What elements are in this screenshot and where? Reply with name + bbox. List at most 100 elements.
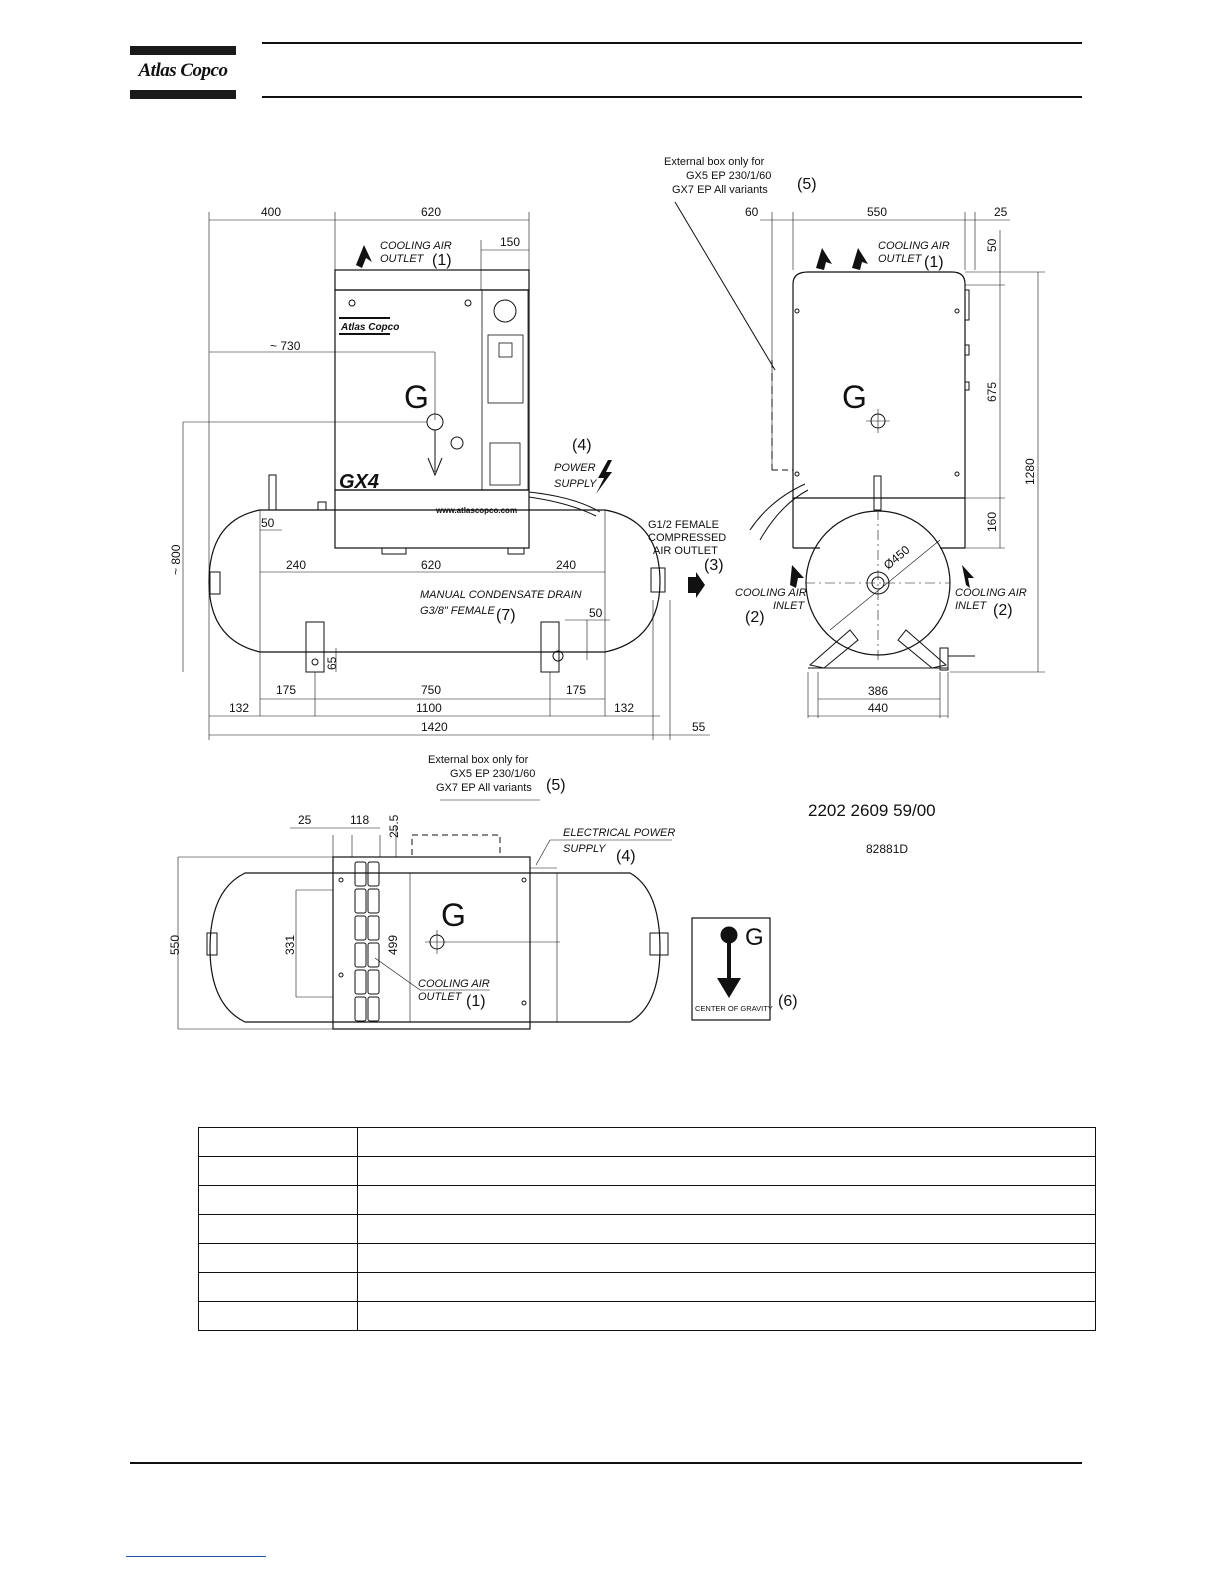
front-ref-1: (1) bbox=[432, 252, 452, 269]
cog-box-g: G bbox=[745, 924, 764, 951]
cog-box-label: CENTER OF GRAVITY bbox=[695, 1004, 773, 1013]
tank-dim-620: 620 bbox=[421, 558, 441, 572]
header-rule-top bbox=[262, 42, 1082, 44]
front-dim-65: 65 bbox=[325, 656, 339, 670]
outlet-l3: AIR OUTLET bbox=[653, 545, 718, 557]
table-cell bbox=[357, 1185, 1096, 1215]
side-ext-box-l2: GX5 EP 230/1/60 bbox=[686, 170, 771, 182]
table-cell bbox=[357, 1214, 1096, 1244]
side-ext-box-l3: GX7 EP All variants bbox=[672, 184, 768, 196]
top-power-l2: SUPPLY bbox=[563, 843, 606, 855]
logo-bar-top bbox=[130, 46, 236, 55]
top-ext-box-l2: GX5 EP 230/1/60 bbox=[450, 768, 535, 780]
table-row bbox=[198, 1156, 1096, 1186]
table-cell bbox=[357, 1243, 1096, 1273]
side-ext-box-l1: External box only for bbox=[664, 156, 765, 168]
outlet-l2: COMPRESSED bbox=[648, 532, 726, 544]
total-dim-1420: 1420 bbox=[421, 720, 448, 734]
side-dim-675: 675 bbox=[985, 382, 999, 402]
side-inlet-left-l2: INLET bbox=[773, 600, 805, 612]
side-dim-160: 160 bbox=[985, 512, 999, 532]
tank-dim-240-left: 240 bbox=[286, 558, 306, 572]
side-dim-1280: 1280 bbox=[1023, 458, 1037, 485]
top-dim-25: 25 bbox=[298, 813, 312, 827]
table-row bbox=[198, 1272, 1096, 1302]
model-label: GX4 bbox=[339, 471, 379, 493]
front-dim-800: ~ 800 bbox=[169, 544, 183, 575]
side-ref-2-right: (2) bbox=[993, 602, 1013, 619]
front-power-ref: (4) bbox=[572, 437, 592, 454]
table-row bbox=[198, 1214, 1096, 1244]
panel-brand: Atlas Copco bbox=[340, 322, 399, 333]
logo-text: Atlas Copco bbox=[138, 60, 228, 81]
side-dim-386: 386 bbox=[868, 684, 888, 698]
table-cell bbox=[198, 1127, 358, 1157]
table-row bbox=[198, 1301, 1096, 1331]
front-dim-620: 620 bbox=[421, 205, 441, 219]
top-dim-118: 118 bbox=[350, 813, 369, 827]
feet-dim-175-right: 175 bbox=[566, 683, 586, 697]
side-gravity-g: G bbox=[842, 379, 867, 415]
grille bbox=[354, 861, 380, 1022]
drain-l2: G3/8" FEMALE bbox=[420, 605, 495, 617]
front-dim-50-left: 50 bbox=[261, 516, 275, 530]
top-dim-499: 499 bbox=[386, 935, 400, 955]
side-ref-2-left: (2) bbox=[745, 609, 765, 626]
table-cell bbox=[198, 1156, 358, 1186]
front-ref-7: (7) bbox=[496, 607, 516, 624]
side-cooling-outlet-l1: COOLING AIR bbox=[878, 240, 950, 252]
table-cell bbox=[357, 1301, 1096, 1331]
feet-dim-750: 750 bbox=[421, 683, 441, 697]
footer-rule bbox=[130, 1462, 1082, 1464]
side-dim-25: 25 bbox=[994, 205, 1008, 219]
top-power-l1: ELECTRICAL POWER bbox=[563, 827, 675, 839]
side-cooling-outlet-l2: OUTLET bbox=[878, 253, 923, 265]
front-dim-730: ~ 730 bbox=[270, 339, 301, 353]
logo-bar-bottom bbox=[130, 90, 236, 99]
total-dim-132-left: 132 bbox=[229, 701, 249, 715]
side-dim-550: 550 bbox=[867, 205, 887, 219]
table-cell bbox=[357, 1272, 1096, 1302]
front-ref-3: (3) bbox=[704, 557, 724, 574]
top-ref-5: (5) bbox=[546, 777, 566, 794]
front-dim-150: 150 bbox=[500, 235, 520, 249]
table-cell bbox=[198, 1185, 358, 1215]
side-inlet-left-l1: COOLING AIR bbox=[735, 587, 807, 599]
table-row bbox=[198, 1243, 1096, 1273]
top-ref-4: (4) bbox=[616, 848, 636, 865]
side-ref-1: (1) bbox=[924, 254, 944, 271]
side-inlet-right-l1: COOLING AIR bbox=[955, 587, 1027, 599]
front-gravity-g: G bbox=[404, 379, 429, 415]
total-dim-132-right: 132 bbox=[614, 701, 634, 715]
cog-box-ref: (6) bbox=[778, 993, 798, 1010]
footer-link-underline[interactable] bbox=[126, 1556, 266, 1557]
front-cooling-outlet-l2: OUTLET bbox=[380, 253, 425, 265]
front-view bbox=[182, 212, 710, 740]
top-dim-25-5: 25.5 bbox=[387, 814, 401, 838]
top-ext-box-l3: GX7 EP All variants bbox=[436, 782, 532, 794]
feet-dim-175-left: 175 bbox=[276, 683, 296, 697]
table-row bbox=[198, 1127, 1096, 1157]
front-dim-50-right: 50 bbox=[589, 606, 603, 620]
top-dim-331: 331 bbox=[283, 935, 297, 955]
center-of-gravity-box bbox=[691, 917, 771, 1021]
side-dim-50: 50 bbox=[985, 238, 999, 252]
table-cell bbox=[198, 1301, 358, 1331]
top-ref-1: (1) bbox=[466, 993, 486, 1010]
outlet-l1: G1/2 FEMALE bbox=[648, 519, 719, 531]
header-rule-bottom bbox=[262, 96, 1082, 98]
dimension-drawing: 400 620 150 COOLING AIR OUTLET (1) Atlas… bbox=[168, 156, 1045, 1030]
side-dim-60: 60 bbox=[745, 205, 759, 219]
drain-l1: MANUAL CONDENSATE DRAIN bbox=[420, 589, 582, 601]
atlas-copco-logo: Atlas Copco bbox=[130, 46, 236, 100]
table-cell bbox=[198, 1272, 358, 1302]
top-ext-box-l1: External box only for bbox=[428, 754, 529, 766]
side-diameter: Ø450 bbox=[881, 542, 913, 572]
top-view bbox=[177, 799, 672, 1030]
front-power-l1: POWER bbox=[554, 462, 596, 474]
table-cell bbox=[198, 1243, 358, 1273]
data-table bbox=[198, 1127, 1096, 1331]
top-gravity-g: G bbox=[441, 897, 466, 933]
table-cell bbox=[357, 1156, 1096, 1186]
top-dim-550: 550 bbox=[168, 935, 182, 955]
